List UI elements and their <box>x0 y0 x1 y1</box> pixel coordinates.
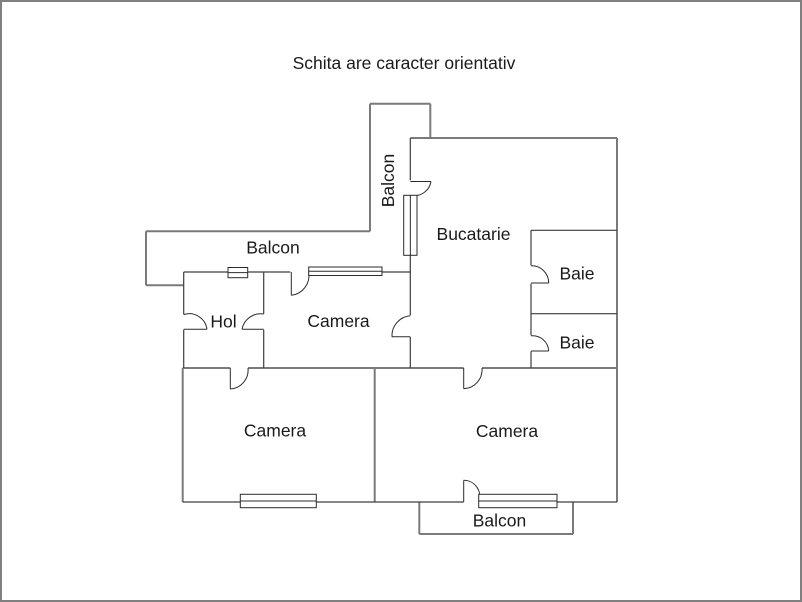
room-label-camera-mijloc: Camera <box>307 311 370 331</box>
usa-camera-dreapta-arc <box>463 367 483 390</box>
usa-baie-sus-arc <box>530 265 550 284</box>
usa-hol-balcon-arc <box>183 313 208 330</box>
page-title: Schita are caracter orientativ <box>293 53 516 73</box>
room-label-camera-stanga-jos: Camera <box>244 421 307 441</box>
usa-camera-stanga-arc <box>230 367 249 390</box>
room-label-balcon-left: Balcon <box>246 238 300 258</box>
usa-bucatarie-arc <box>391 315 411 337</box>
usa-balcon-jos-arc <box>463 479 481 503</box>
usa-baie-jos-arc <box>530 335 550 352</box>
room-label-balcon-jos: Balcon <box>473 511 527 531</box>
usa-camera-mijloc-arc <box>291 271 310 296</box>
room-label-balcon-top: Balcon <box>378 154 398 208</box>
room-label-hol: Hol <box>210 312 236 332</box>
usa-hol-camera-arc <box>241 313 264 330</box>
room-label-camera-dreapta-jos: Camera <box>476 421 539 441</box>
usa-balcon-bucatarie-arc <box>411 181 432 197</box>
room-label-baie-jos: Baie <box>559 333 594 353</box>
room-label-bucatarie: Bucatarie <box>437 224 511 244</box>
room-label-baie-sus: Baie <box>559 264 594 284</box>
